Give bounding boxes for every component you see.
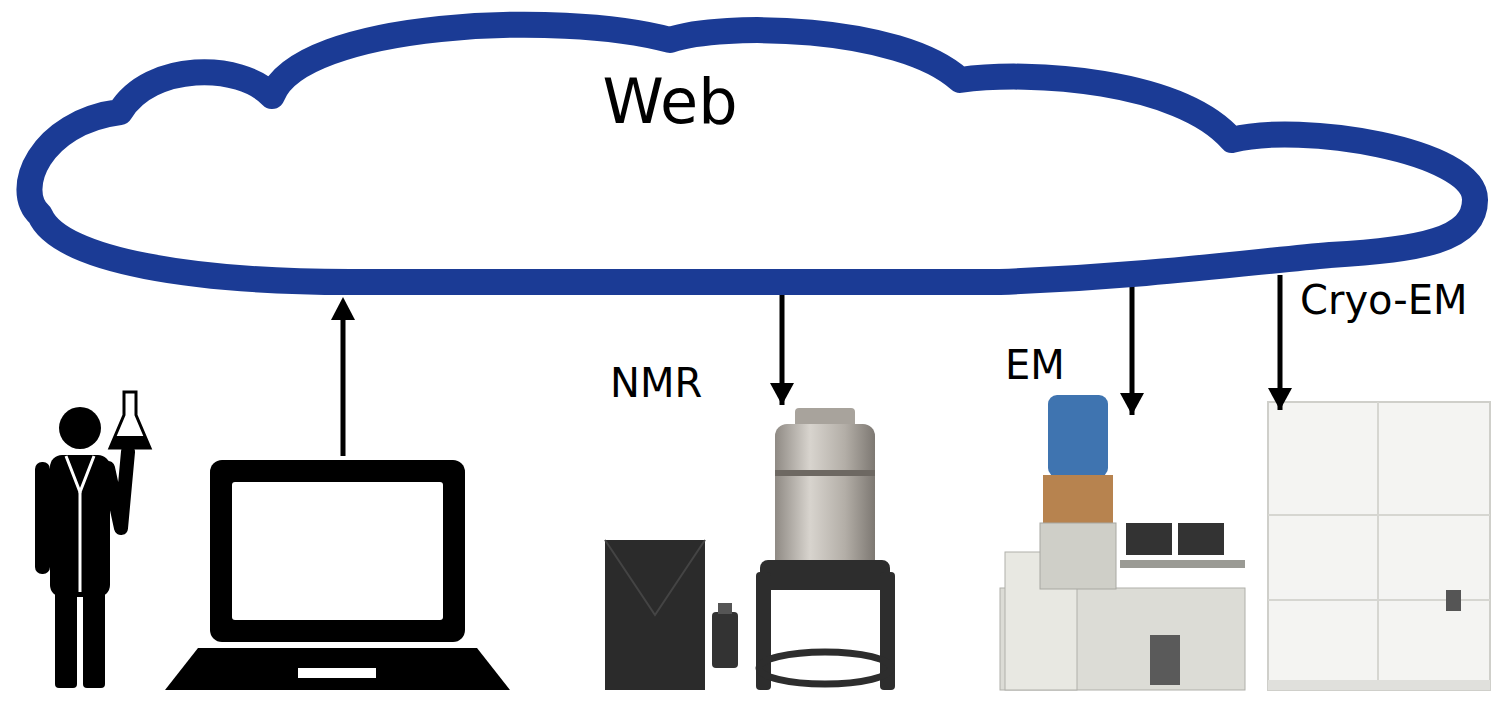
magnet-band [775, 470, 875, 476]
cloud-shape [29, 25, 1475, 282]
instrument-label: NMR [610, 361, 702, 405]
scientist-head [59, 407, 101, 449]
nmr-illustration [605, 408, 895, 690]
cryo-base [1268, 680, 1490, 690]
cloud-outline [15, 5, 1490, 295]
scientist-arm [35, 462, 50, 574]
cryo-em-instrument: Cryo-EM [1265, 410, 1493, 692]
flask-icon [110, 392, 150, 448]
instrument-label: EM [1005, 343, 1065, 387]
connector-arrow [1130, 275, 1135, 415]
web-cloud: Web [15, 5, 1490, 295]
em-instrument: EM [1000, 415, 1245, 690]
laptop-icon [165, 460, 510, 690]
em-monitor [1178, 523, 1224, 555]
em-desktop [1120, 560, 1245, 568]
scientist-leg [55, 590, 77, 688]
em-monitor [1126, 523, 1172, 555]
console-detail [605, 540, 705, 615]
nmr-instrument: NMR [600, 405, 910, 690]
cryo-em-illustration [1268, 402, 1490, 690]
magnet-stand [760, 560, 890, 590]
laptop-display [232, 482, 443, 620]
em-illustration [1000, 395, 1245, 690]
cryo-screen [1446, 590, 1461, 611]
coat-seam [79, 492, 82, 592]
arrow-line [341, 314, 346, 456]
em-unit [1150, 635, 1180, 685]
arrow-head [331, 297, 355, 320]
laptop-screen [210, 460, 465, 642]
upload-arrow [331, 297, 355, 456]
nmr-bottle [712, 612, 738, 668]
scientist-icon [35, 392, 150, 688]
stand-ring [759, 652, 891, 684]
connector-arrow [1278, 275, 1283, 410]
scientist-coat [50, 455, 110, 597]
cloud-label: Web [602, 68, 737, 136]
flask-liquid [110, 436, 150, 448]
nmr-console [605, 540, 705, 690]
laptop-base [165, 648, 510, 690]
em-column-middle [1043, 475, 1113, 525]
laptop-touchpad [298, 668, 376, 678]
em-column-top [1048, 395, 1108, 477]
scientist-arm [108, 452, 128, 528]
coat-lapel [66, 456, 94, 492]
cryo-cabinet [1268, 402, 1490, 690]
bottle-cap [718, 603, 732, 614]
em-column-lower [1040, 523, 1116, 589]
scientist-leg [83, 590, 105, 688]
instrument-label: Cryo-EM [1300, 278, 1467, 322]
panel-line [1377, 402, 1379, 690]
